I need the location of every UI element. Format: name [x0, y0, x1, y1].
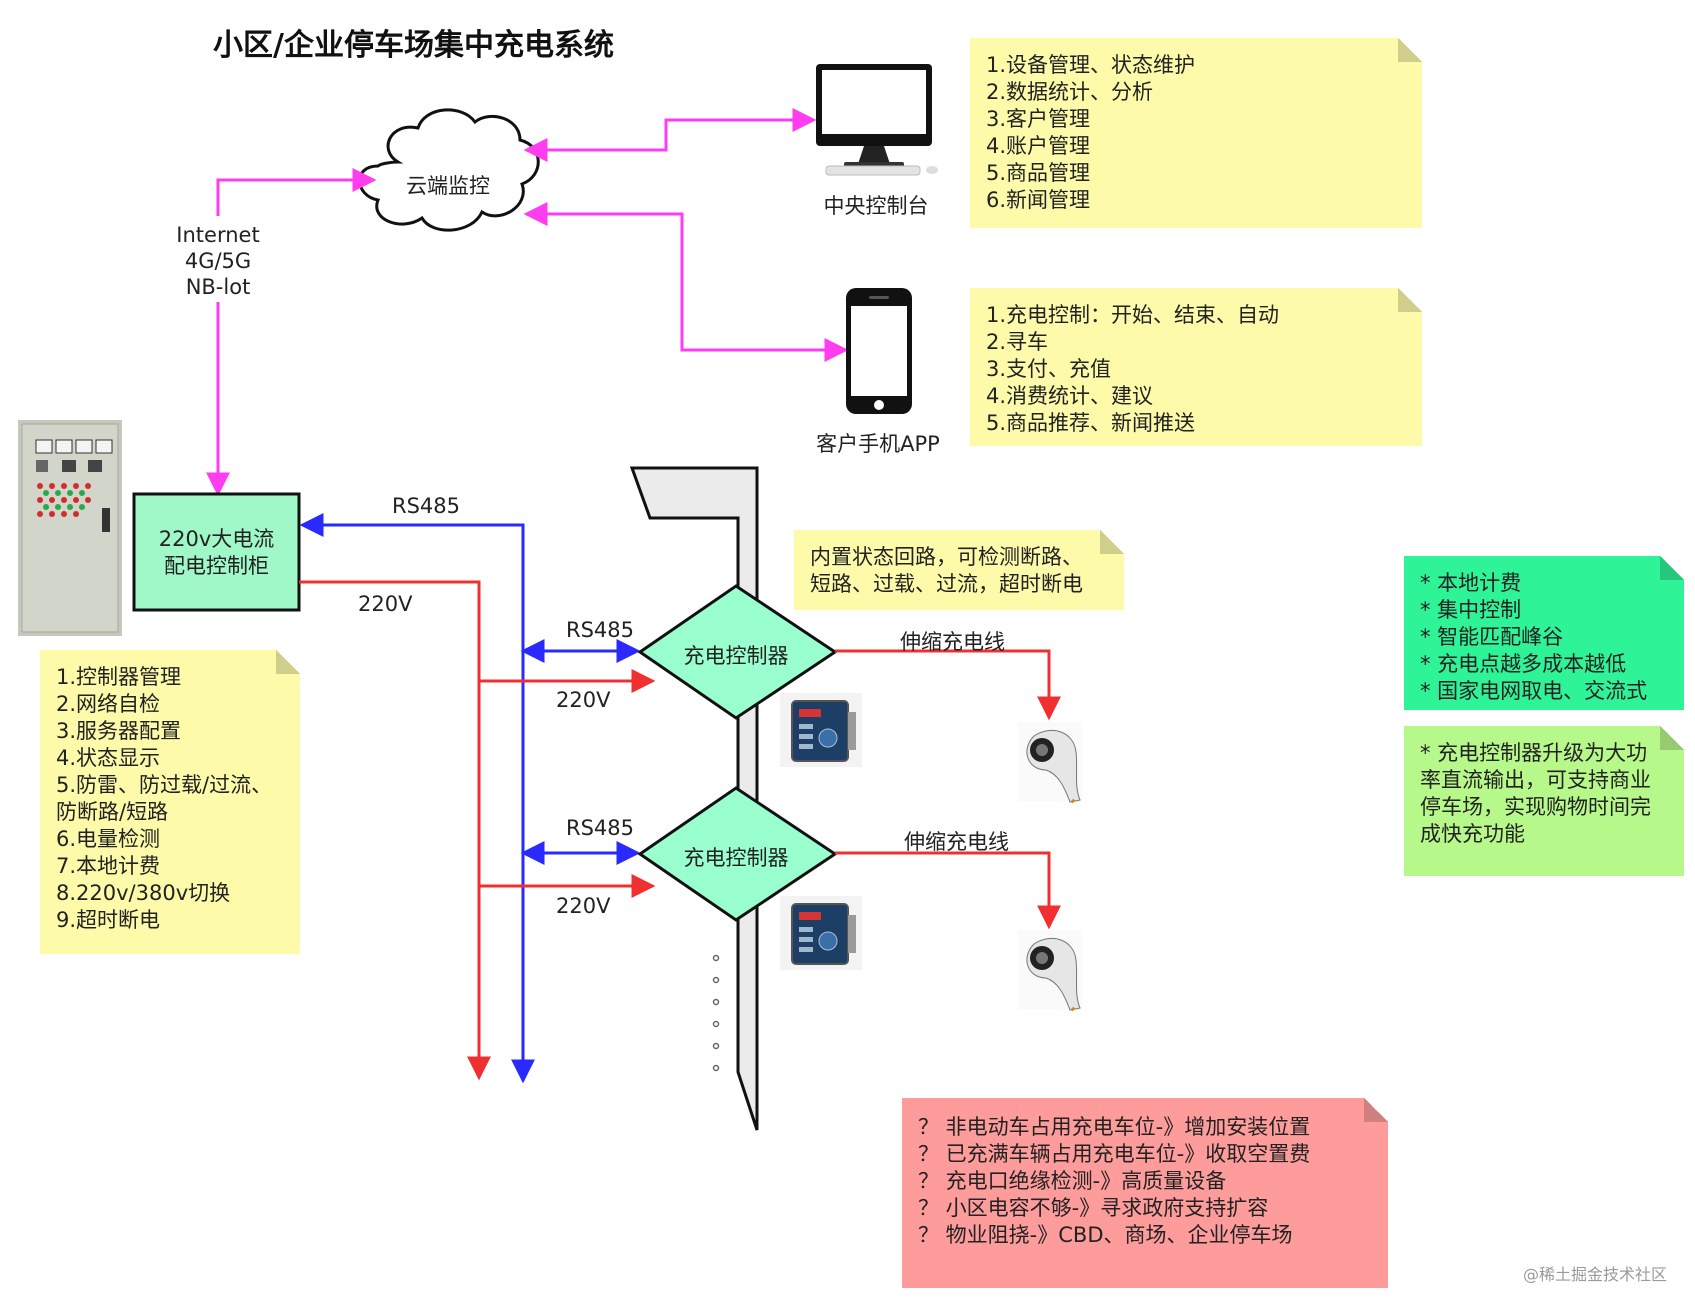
note-line: 2.网络自检	[56, 692, 161, 716]
rs485-label-2: RS485	[566, 816, 635, 840]
mobile-app-label: 客户手机APP	[816, 432, 940, 456]
cloud-to-console-link	[523, 108, 817, 162]
note-line: 4.账户管理	[986, 134, 1091, 158]
charging-plug-icon-1	[1018, 722, 1082, 804]
note-line: 9.超时断电	[56, 908, 161, 932]
note-line: 防断路/短路	[56, 800, 169, 824]
v220-top-label: 220V	[358, 592, 413, 616]
controller-device-photo-1	[780, 693, 862, 767]
controller-diamond-1	[637, 584, 838, 720]
cable-label-2: 伸缩充电线	[904, 830, 1009, 854]
monitor-icon	[816, 64, 938, 176]
cabinet-box	[132, 492, 301, 612]
phone-icon	[846, 288, 912, 414]
note-line: ？ 物业阻挠-》CBD、商场、企业停车场	[918, 1223, 1293, 1247]
rs485-label-1: RS485	[566, 618, 635, 642]
note-line: 内置状态回路，可检测断路、	[810, 545, 1083, 569]
note-line: 6.电量检测	[56, 827, 161, 851]
note-line: 3.支付、充值	[986, 357, 1112, 381]
network-line: 4G/5G	[184, 249, 252, 273]
note-line: * 智能匹配峰谷	[1420, 625, 1564, 649]
cloud-label: 云端监控	[406, 174, 490, 198]
cabinet-features-note: 1.控制器管理 2.网络自检 3.服务器配置 4.状态显示 5.防雷、防过载/过…	[40, 650, 300, 954]
cabinet-box-line: 220v大电流	[158, 527, 275, 551]
note-line: 6.新闻管理	[986, 188, 1091, 212]
controller-device-photo-2	[780, 896, 862, 970]
continuation-dots	[712, 954, 720, 1072]
cable-label-1: 伸缩充电线	[900, 630, 1005, 654]
note-line: 1.控制器管理	[56, 665, 182, 689]
issues-note: ？ 非电动车占用充电车位-》增加安装位置 ？ 已充满车辆占用充电车位-》收取空置…	[902, 1098, 1388, 1288]
charging-plug-icon-2	[1018, 930, 1082, 1012]
diagram-title: 小区/企业停车场集中充电系统	[213, 28, 614, 63]
note-line: 2.寻车	[986, 330, 1049, 354]
note-line: 4.状态显示	[56, 746, 161, 770]
watermark-text: @稀土掘金技术社区	[1522, 1265, 1667, 1284]
cable-line-1	[835, 649, 1061, 721]
cable-line-2	[835, 851, 1061, 930]
note-line: 2.数据统计、分析	[986, 80, 1154, 104]
note-line: 4.消费统计、建议	[986, 384, 1154, 408]
note-line: 短路、过载、过流，超时断电	[810, 572, 1083, 596]
pole-shape	[629, 466, 759, 1131]
network-line: NB-lot	[185, 275, 251, 299]
advantages-note: * 本地计费 * 集中控制 * 智能匹配峰谷 * 充电点越多成本越低 * 国家电…	[1404, 556, 1684, 710]
rs485-trunk	[299, 513, 535, 1084]
note-line: ？ 非电动车占用充电车位-》增加安装位置	[918, 1115, 1311, 1139]
app-features-note: 1.充电控制：开始、结束、自动 2.寻车 3.支付、充值 4.消费统计、建议 5…	[970, 288, 1422, 446]
controller-label-1: 充电控制器	[683, 644, 789, 668]
controller-diamond-2	[637, 786, 838, 922]
central-console-label: 中央控制台	[823, 194, 929, 218]
console-features-note: 1.设备管理、状态维护 2.数据统计、分析 3.客户管理 4.账户管理 5.商品…	[970, 38, 1422, 228]
rs485-top-label: RS485	[392, 494, 461, 518]
note-line: 1.设备管理、状态维护	[986, 53, 1196, 77]
note-line: * 本地计费	[1420, 571, 1522, 595]
note-line: 5.商品推荐、新闻推送	[986, 411, 1196, 435]
note-line: * 充电控制器升级为大功率直流输出，可支持商业停车场，实现购物时间完成快充功能	[1420, 741, 1651, 846]
note-line: 5.商品管理	[986, 161, 1091, 185]
note-line: 3.服务器配置	[56, 719, 182, 743]
note-line: ？ 已充满车辆占用充电车位-》收取空置费	[918, 1142, 1311, 1166]
note-line: ？ 充电口绝缘检测-》高质量设备	[918, 1169, 1227, 1193]
note-line: * 集中控制	[1420, 598, 1522, 622]
cabinet-photo	[18, 420, 122, 636]
network-label: Internet 4G/5G NB-lot	[176, 222, 260, 300]
note-line: 5.防雷、防过载/过流、	[56, 773, 273, 797]
cloud-to-app-link	[523, 202, 849, 362]
controller-label-2: 充电控制器	[683, 846, 789, 870]
v220-label-2: 220V	[556, 894, 611, 918]
upgrade-note: * 充电控制器升级为大功率直流输出，可支持商业停车场，实现购物时间完成快充功能	[1404, 726, 1684, 876]
note-line: 1.充电控制：开始、结束、自动	[986, 303, 1280, 327]
v220-label-1: 220V	[556, 688, 611, 712]
note-line: 3.客户管理	[986, 107, 1091, 131]
cabinet-box-label: 220v大电流 配电控制柜	[134, 526, 299, 580]
cabinet-to-cloud-link	[206, 168, 377, 497]
power-trunk	[299, 580, 491, 1081]
note-line: 7.本地计费	[56, 854, 161, 878]
note-line: * 充电点越多成本越低	[1420, 652, 1627, 676]
network-line: Internet	[176, 223, 260, 247]
note-line: 8.220v/380v切换	[56, 881, 231, 905]
note-line: ？ 小区电容不够-》寻求政府支持扩容	[918, 1196, 1269, 1220]
note-line: * 国家电网取电、交流式	[1420, 679, 1648, 703]
cabinet-box-line: 配电控制柜	[164, 554, 269, 578]
controller-feature-note: 内置状态回路，可检测断路、 短路、过载、过流，超时断电	[794, 530, 1124, 610]
